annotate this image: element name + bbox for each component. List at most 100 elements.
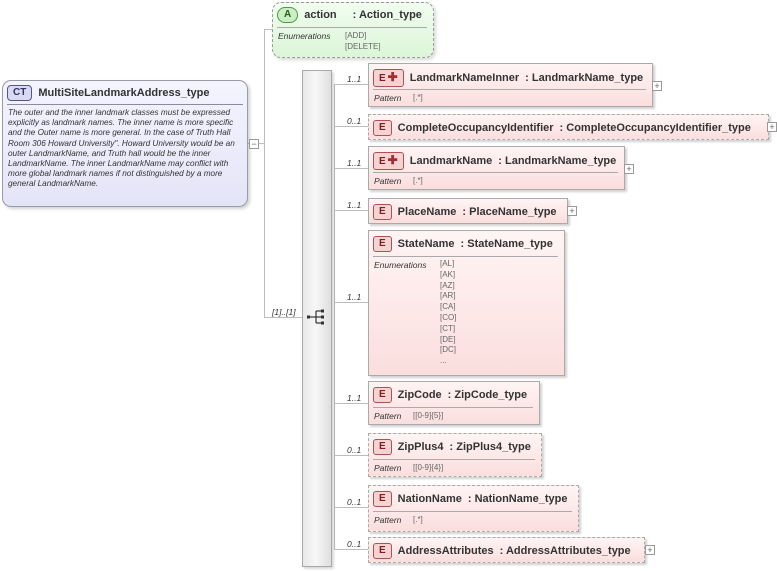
element-badge: E (373, 387, 392, 403)
branch-line (334, 507, 368, 508)
element-name: ZipPlus4 (397, 441, 444, 453)
element-name: LandmarkNameInner (409, 72, 520, 84)
element-type: : StateName_type (460, 238, 553, 250)
attribute-facet-values: [ADD] [DELETE] (345, 31, 381, 53)
enum-value: [AK] (440, 269, 456, 279)
element-badge: E✚ (373, 152, 404, 170)
element-facet-value: [[0-9]{5}] (413, 411, 444, 420)
element-name: StateName (397, 238, 455, 250)
documentation-text: The outer and the inner landmark classes… (8, 108, 235, 189)
complex-type-header: CT MultiSiteLandmarkAddress_type (7, 85, 210, 101)
enum-value: [ADD] (345, 31, 367, 40)
divider (277, 27, 427, 28)
expand-toggle-icon[interactable]: + (624, 164, 634, 174)
element-name: NationName (397, 493, 462, 505)
element-type: : ZipCode_type (447, 389, 528, 401)
element-box-landmark-name[interactable]: E✚ LandmarkName : LandmarkName_type Patt… (368, 146, 625, 190)
enum-value: [AL] (440, 259, 455, 268)
complex-type-name: MultiSiteLandmarkAddress_type (38, 87, 210, 99)
element-type: : CompleteOccupancyIdentifier_type (559, 122, 751, 134)
enum-value: [AZ] (440, 280, 455, 290)
element-cardinality: 1..1 (347, 200, 362, 210)
element-facet-value: [.*] (413, 176, 423, 185)
element-box-zip-code[interactable]: E ZipCode : ZipCode_type Pattern [[0-9]{… (368, 381, 540, 425)
element-cardinality: 0..1 (347, 497, 362, 507)
expand-toggle-icon[interactable]: + (767, 122, 777, 132)
element-name: ZipCode (397, 389, 442, 401)
attribute-facet-label: Enumerations (278, 31, 331, 41)
divider (373, 172, 618, 173)
attribute-type: : Action_type (352, 9, 422, 21)
element-facet-label: Pattern (374, 463, 402, 473)
element-box-nation-name[interactable]: E NationName : NationName_type Pattern [… (368, 485, 579, 532)
element-badge-letter: E (379, 156, 386, 167)
element-facet-value: [[0-9]{4}] (413, 463, 444, 472)
complex-type-box[interactable]: CT MultiSiteLandmarkAddress_type The out… (2, 80, 248, 207)
element-badge: E✚ (373, 69, 404, 87)
element-badge: E (373, 491, 392, 507)
element-cardinality: 1..1 (347, 292, 362, 302)
branch-line (334, 168, 368, 169)
element-type: : ZipPlus4_type (449, 441, 531, 453)
divider (373, 511, 572, 512)
element-badge-letter: E (379, 73, 386, 84)
seq-branch-line (334, 84, 335, 549)
element-type: : PlaceName_type (462, 206, 557, 218)
element-box-zip-plus4[interactable]: E ZipPlus4 : ZipPlus4_type Pattern [[0-9… (368, 433, 542, 477)
element-cardinality: 1..1 (347, 158, 362, 168)
complex-type-badge: CT (7, 85, 33, 101)
element-type: : AddressAttributes_type (499, 545, 631, 557)
enum-value: [AR] (440, 291, 456, 301)
element-header: E NationName : NationName_type (373, 491, 568, 507)
element-badge: E (373, 120, 392, 136)
element-facet-label: Pattern (374, 176, 402, 186)
element-type: : LandmarkName_type (525, 72, 644, 84)
element-type: : NationName_type (467, 493, 568, 505)
element-facet-label: Pattern (374, 515, 402, 525)
element-name: CompleteOccupancyIdentifier (397, 122, 554, 134)
expand-toggle-icon[interactable]: + (645, 545, 655, 555)
element-header: E PlaceName : PlaceName_type (373, 204, 557, 220)
element-header: E✚ LandmarkNameInner : LandmarkName_type (373, 69, 643, 87)
element-header: E ZipCode : ZipCode_type (373, 387, 527, 403)
enum-values-list: [AL] [AK] [AZ] [AR] [CA] [CO] [CT] [DE] … (440, 259, 456, 367)
element-box-state-name[interactable]: E StateName : StateName_type Enumeration… (368, 230, 565, 376)
extension-plus-icon: ✚ (387, 70, 398, 84)
sequence-cardinality: [1]..[1] (272, 307, 296, 317)
attribute-name: action (304, 9, 337, 21)
trunk-line (264, 29, 265, 317)
expand-toggle-icon[interactable]: + (652, 81, 662, 91)
element-box-address-attributes[interactable]: E AddressAttributes : AddressAttributes_… (368, 537, 645, 563)
divider (373, 89, 646, 90)
element-header: E AddressAttributes : AddressAttributes_… (373, 543, 631, 559)
element-facet-label: Pattern (374, 411, 402, 421)
element-box-landmark-name-inner[interactable]: E✚ LandmarkNameInner : LandmarkName_type… (368, 63, 653, 107)
enum-value: [CA] (440, 302, 456, 312)
element-facet-value: [.*] (413, 93, 423, 102)
attribute-box[interactable]: A action : Action_type Enumerations [ADD… (272, 2, 434, 58)
divider (373, 459, 535, 460)
enum-value: [CO] (440, 312, 457, 322)
element-header: E CompleteOccupancyIdentifier : Complete… (373, 120, 751, 136)
element-box-place-name[interactable]: E PlaceName : PlaceName_type (368, 198, 568, 224)
branch-line (334, 210, 368, 211)
element-type: : LandmarkName_type (498, 155, 617, 167)
element-facet-value: [.*] (413, 515, 423, 524)
element-badge: E (373, 204, 392, 220)
expand-toggle-icon[interactable]: + (567, 206, 577, 216)
sequence-icon[interactable] (306, 306, 328, 328)
collapse-toggle-icon[interactable]: − (249, 139, 259, 149)
element-cardinality: 0..1 (347, 116, 362, 126)
enum-value: [DC] (440, 345, 456, 355)
branch-line (334, 302, 368, 303)
element-cardinality: 1..1 (347, 74, 362, 84)
branch-line (334, 126, 368, 127)
enum-value: [DELETE] (345, 41, 381, 51)
divider (7, 104, 243, 105)
branch-line (334, 549, 368, 550)
enum-more: ... (440, 356, 447, 366)
attribute-badge: A (277, 7, 299, 23)
element-facet-label: Enumerations (374, 260, 427, 270)
element-cardinality: 1..1 (347, 393, 362, 403)
element-box-complete-occupancy-identifier[interactable]: E CompleteOccupancyIdentifier : Complete… (368, 114, 769, 140)
